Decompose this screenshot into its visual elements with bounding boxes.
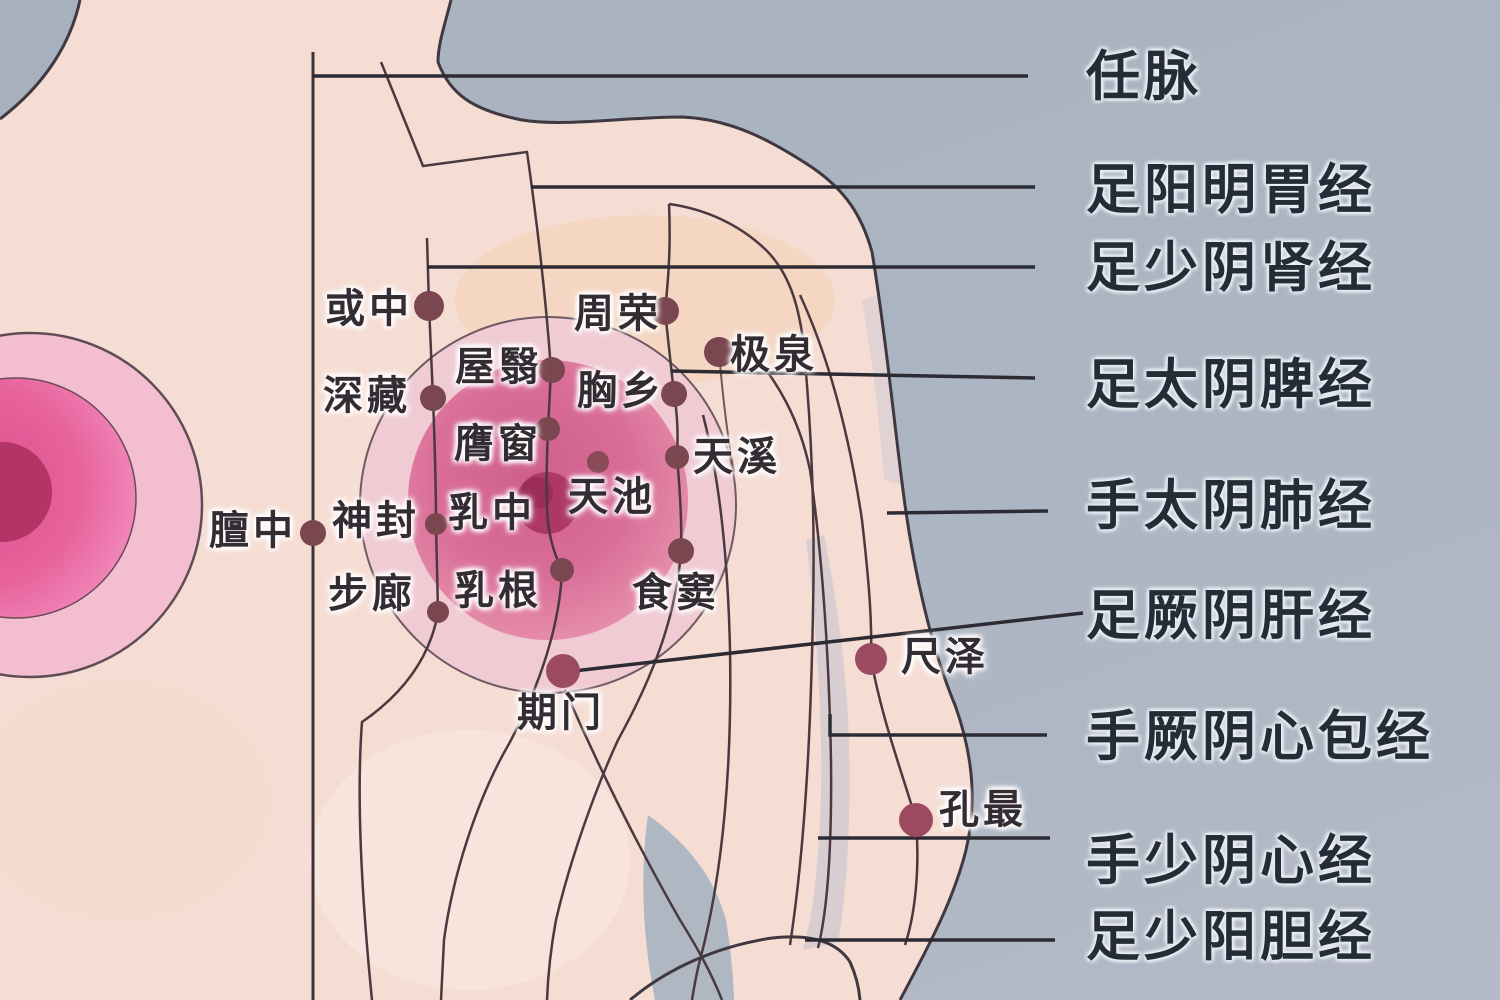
acupoint-label-shencang: 深藏 — [323, 374, 411, 418]
acupoint-dot-yingchuang — [536, 417, 560, 441]
acupoint-dot-shencang — [420, 385, 446, 411]
acupoint-label-tianxi: 天溪 — [693, 435, 781, 479]
hand-outline — [629, 935, 862, 1000]
acupoint-dot-zhourong — [651, 297, 679, 325]
acupoint-dot-kongzui — [899, 803, 933, 837]
acupoint-label-yingchuang: 膺窗 — [454, 422, 542, 466]
meridian-line-kidney — [358, 237, 440, 1000]
acupoint-dot-jiquan — [704, 337, 734, 367]
meridian-label-renmai: 任脉 — [1086, 47, 1202, 107]
acupoint-label-zhourong: 周荣 — [574, 292, 662, 336]
acupoint-dot-tianxi — [665, 445, 689, 469]
leader-liver — [564, 611, 1084, 674]
shoulder-outline-left — [0, 0, 82, 121]
acupoint-label-bulang: 步廊 — [328, 572, 416, 616]
meridian-line-spleen — [545, 203, 683, 1000]
acupoint-label-tianchi: 天池 — [568, 475, 656, 519]
meridian-line-pericardium — [741, 339, 833, 949]
body-outline — [436, 0, 874, 253]
meridian-label-heart: 手少阴心经 — [1086, 831, 1376, 891]
left-breast-areola — [0, 377, 137, 619]
acupoint-label-kongzui: 孔最 — [939, 788, 1027, 832]
acupoint-dot-shenfeng — [425, 513, 447, 535]
acupoint-label-ruzhong: 乳中 — [448, 491, 536, 535]
acupoint-label-wuyi: 屋翳 — [455, 345, 543, 389]
acupoint-dot-danzhong — [300, 520, 326, 546]
acupoint-label-qimen: 期门 — [517, 691, 605, 735]
meridian-label-liver: 足厥阴肝经 — [1086, 586, 1376, 646]
left-breast-nipple — [0, 442, 52, 542]
acupoint-label-chize: 尺泽 — [901, 635, 989, 679]
acupoint-label-shenfeng: 神封 — [332, 499, 420, 543]
skin-shading — [310, 730, 630, 990]
meridian-label-spleen: 足太阴脾经 — [1086, 355, 1376, 415]
acupoint-dot-bulang — [427, 601, 449, 623]
acupoint-label-danzhong: 膻中 — [209, 509, 297, 553]
right-breast-nipple-shade — [521, 477, 553, 509]
meridian-label-kidney: 足少阴肾经 — [1086, 238, 1376, 298]
skin-shading — [0, 680, 270, 920]
acupoint-label-huozhong: 或中 — [325, 287, 413, 331]
acupoint-label-rugen: 乳根 — [454, 569, 542, 613]
acupoint-label-shidou: 食窦 — [632, 571, 720, 615]
arm-inner-edge — [690, 414, 732, 1000]
meridian-line-jiquan-branch — [718, 351, 735, 473]
leader-pericardium — [828, 714, 1047, 737]
arm-shading — [803, 535, 850, 950]
acupoint-dot-tianchi — [587, 451, 609, 473]
arm-shading — [862, 295, 902, 485]
acupoint-label-jiquan: 极泉 — [730, 333, 818, 377]
leader-spleen — [670, 369, 1036, 380]
meridian-label-lung: 手太阴肺经 — [1086, 476, 1376, 536]
acupoint-dot-qimen — [546, 654, 580, 688]
acupoint-label-xiongxiang: 胸乡 — [577, 369, 665, 413]
acupoint-dot-huozhong — [414, 291, 444, 321]
acupoint-dot-shidou — [668, 538, 694, 564]
acupoint-dot-chize — [855, 643, 887, 675]
meridian-line-stomach — [379, 61, 564, 1000]
arm-outer-edge — [870, 251, 974, 1000]
meridian-label-pericardium: 手厥阴心包经 — [1086, 707, 1434, 767]
meridian-line-liver — [563, 689, 724, 1000]
leader-lung — [886, 509, 1049, 515]
meridian-label-gallbladder: 足少阳胆经 — [1086, 907, 1376, 967]
meridian-line-heart — [668, 202, 815, 946]
acupoint-dot-xiongxiang — [661, 381, 687, 407]
background-corner — [0, 0, 80, 119]
acupoint-dot-wuyi — [539, 357, 565, 383]
meridian-label-stomach: 足阳明胃经 — [1086, 160, 1376, 220]
acupoint-dot-rugen — [550, 558, 574, 582]
